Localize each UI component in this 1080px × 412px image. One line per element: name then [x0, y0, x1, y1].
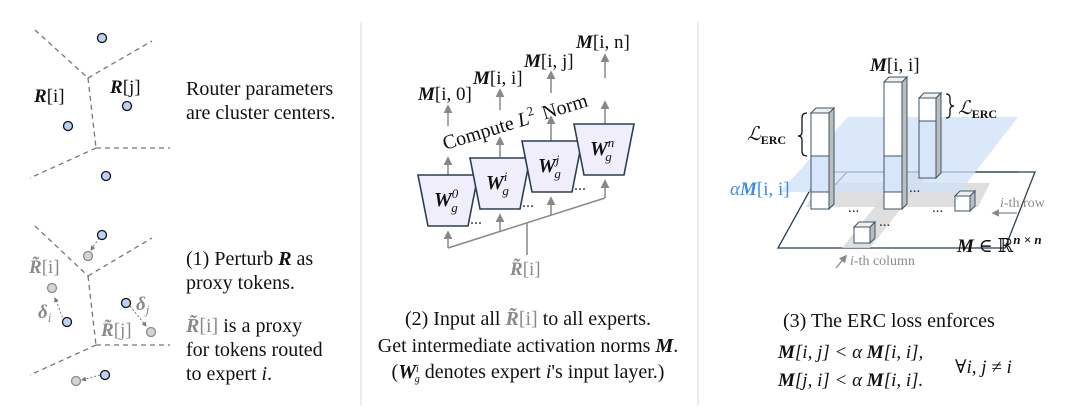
voronoi-top — [29, 29, 170, 182]
caption-perturb-line1: (1) Perturb R as — [186, 248, 313, 270]
caption-erc-line1: (3) The ERC loss enforces — [783, 310, 995, 332]
erc-3d-plot: ... ... ... ... — [776, 75, 1036, 249]
ellipsis: ... — [574, 177, 586, 194]
cluster-center — [121, 100, 133, 112]
cluster-center — [96, 32, 108, 44]
forall-condition: ∀i, j ≠ i — [955, 357, 1012, 378]
output-label-m-i-j: M[i, j] — [523, 51, 574, 72]
svg-text:Wjg: Wjg — [538, 152, 561, 181]
matrix-plane — [776, 171, 1036, 249]
proxy-token — [70, 375, 82, 387]
label-r-i: R[i] — [33, 86, 65, 107]
cluster-center — [120, 297, 132, 309]
input-label-r-tilde-i: R̃[i] — [509, 259, 541, 280]
voronoi-bottom — [29, 225, 170, 387]
loss-brace-right — [945, 93, 955, 119]
svg-text:Wng: Wng — [590, 135, 614, 164]
label-loss-erc-left: ℒERC — [747, 124, 786, 147]
cluster-center — [61, 316, 73, 328]
caption-perturb-line2: proxy tokens. — [186, 272, 295, 294]
cluster-center — [99, 369, 111, 381]
caption-router-line2: are cluster centers. — [186, 102, 335, 124]
proxy-token — [46, 282, 58, 294]
output-arrows — [443, 53, 610, 175]
caption-router-line1: Router parameters — [186, 78, 333, 100]
cluster-center — [62, 120, 74, 132]
ellipsis: ... — [879, 214, 890, 230]
output-label-m-i-n: M[i, n] — [575, 32, 630, 53]
proxy-token — [145, 326, 157, 338]
label-alpha-m-ii: αM[i, i] — [730, 179, 790, 200]
caption-input-line2: Get intermediate activation norms M. — [378, 335, 678, 357]
cluster-center — [96, 229, 108, 241]
label-r-tilde-i: R̃[i] — [28, 257, 60, 278]
caption-proxy-line2: for tokens routed — [186, 339, 323, 361]
label-delta-i: δi — [38, 302, 52, 325]
ellipsis: ... — [470, 211, 482, 228]
loss-brace-left — [797, 112, 808, 157]
ellipsis: ... — [848, 200, 859, 216]
caption-proxy-line1: R̃[i] is a proxy — [185, 314, 302, 337]
label-r-tilde-j: R̃[j] — [100, 320, 132, 341]
ellipsis: ... — [932, 200, 943, 216]
bar-left — [809, 106, 836, 211]
ellipsis: ... — [522, 194, 534, 211]
proxy-token — [82, 250, 94, 262]
label-ith-row: i-th row — [1000, 196, 1046, 211]
label-loss-erc-right: ℒERC — [958, 98, 997, 121]
label-r-j: R[j] — [109, 77, 141, 98]
cube-column-end — [852, 220, 877, 245]
bar-diagonal-m-ii — [882, 75, 909, 211]
bar-right — [917, 91, 943, 180]
output-label-m-i-0: M[i, 0] — [417, 84, 472, 105]
label-m-ii: M[i, i] — [869, 55, 920, 76]
output-label-m-i-i: M[i, i] — [472, 68, 523, 89]
svg-text:W0g: W0g — [434, 186, 459, 215]
input-bus — [443, 179, 610, 255]
caption-input-line1: (2) Input all R̃[i] to all experts. — [405, 307, 651, 330]
label-ith-column: i-th column — [850, 254, 915, 269]
cube-row-end — [953, 189, 977, 213]
label-delta-j: δj — [136, 294, 150, 317]
column-arrow — [835, 254, 847, 269]
svg-text:Wig: Wig — [486, 169, 509, 198]
inequality-1: M[i, j] < α M[i, i], — [777, 342, 923, 363]
inequality-2: M[j, i] < α M[i, i]. — [777, 370, 923, 391]
cluster-center — [100, 170, 112, 182]
ellipsis: ... — [909, 180, 920, 196]
caption-proxy-line3: to expert i. — [186, 363, 272, 385]
label-matrix-m: M ∈ ℝn × n — [956, 232, 1042, 257]
